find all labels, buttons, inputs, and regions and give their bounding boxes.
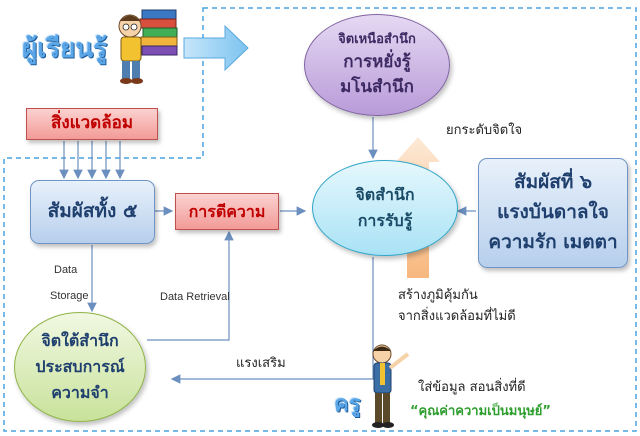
human-value-label: “คุณค่าความเป็นมนุษย์” bbox=[410, 404, 551, 419]
sixth-sense-line-3: ความรัก เมตตา bbox=[488, 230, 618, 253]
teach-info-label: ใส่ข้อมูล สอนสิ่งที่ดี bbox=[418, 380, 526, 395]
five-senses-box: สัมผัสทั้ง ๕ bbox=[30, 180, 155, 244]
learner-arrow bbox=[183, 24, 249, 72]
superconscious-ellipse: จิตเหนือสำนึก การหยั่งรู้ มโนสำนึก bbox=[304, 14, 450, 116]
data-retrieval-label: Data Retrieval bbox=[160, 291, 230, 303]
data-storage-line-2: Storage bbox=[50, 289, 89, 302]
data-storage-label: Data Storage bbox=[50, 262, 89, 305]
immunity-label: สร้างภูมิคุ้มกัน จากสิ่งแวดล้อมที่ไม่ดี bbox=[398, 286, 516, 328]
learner-title: ผู้เรียนรู้ bbox=[22, 34, 108, 64]
interpretation-box: การตีความ bbox=[175, 193, 279, 230]
sixth-sense-line-2: แรงบันดาลใจ bbox=[497, 201, 609, 224]
environment-box: สิ่งแวดล้อม bbox=[26, 108, 158, 140]
subconscious-line-2: ประสบการณ์ bbox=[35, 357, 125, 376]
conscious-line-1: จิตสำนึก bbox=[355, 185, 415, 204]
raise-mind-label: ยกระดับจิตใจ bbox=[446, 123, 523, 138]
data-storage-line-1: Data bbox=[54, 264, 78, 276]
subconscious-ellipse: จิตใต้สำนึก ประสบการณ์ ความจำ bbox=[14, 312, 146, 422]
reinforcement-label: แรงเสริม bbox=[236, 356, 286, 371]
subconscious-line-3: ความจำ bbox=[51, 383, 109, 402]
sixth-sense-box: สัมผัสที่ ๖ แรงบันดาลใจ ความรัก เมตตา bbox=[478, 158, 628, 268]
teacher-icon bbox=[372, 344, 410, 428]
teacher-title: ครู bbox=[334, 392, 361, 417]
sixth-sense-line-1: สัมผัสที่ ๖ bbox=[513, 171, 593, 194]
immunity-line-2: จากสิ่งแวดล้อมที่ไม่ดี bbox=[398, 308, 516, 324]
subconscious-line-1: จิตใต้สำนึก bbox=[41, 331, 119, 350]
immunity-line-1: สร้างภูมิคุ้มกัน bbox=[398, 288, 478, 303]
superconscious-line-2: การหยั่งรู้ bbox=[343, 51, 411, 72]
conscious-ellipse: จิตสำนึก การรับรู้ bbox=[312, 160, 458, 256]
conscious-line-2: การรับรู้ bbox=[357, 211, 413, 230]
superconscious-line-1: จิตเหนือสำนึก bbox=[338, 31, 416, 47]
superconscious-line-3: มโนสำนึก bbox=[340, 77, 414, 98]
learner-student-icon bbox=[118, 9, 178, 84]
learner-boundary bbox=[3, 7, 637, 432]
